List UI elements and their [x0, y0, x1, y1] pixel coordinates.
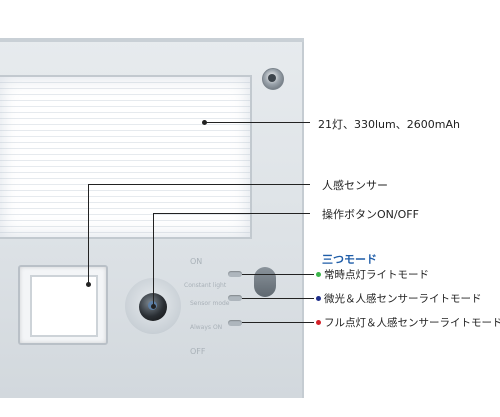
mode-led-2 — [228, 295, 242, 301]
mode-label: 常時点灯ライトモード — [324, 269, 429, 281]
led-panel — [0, 75, 252, 239]
led-spec-callout: 21灯、330lum、2600mAh — [318, 118, 460, 131]
modes-title: 三つモード — [322, 253, 377, 266]
light-sensor — [254, 267, 276, 297]
device-label-off: OFF — [190, 347, 206, 356]
leader-line-mode-3 — [242, 322, 314, 323]
leader-line-panel — [205, 122, 310, 123]
mode-item-dim-sensor: 微光＆人感センサーライトモード — [316, 291, 482, 306]
leader-line-mode-1 — [242, 274, 314, 275]
device-label-sensor-mode: Sensor mode — [190, 300, 230, 307]
mode-label: 微光＆人感センサーライトモード — [324, 293, 482, 305]
screw-icon — [262, 68, 284, 90]
mode-led-3 — [228, 320, 242, 326]
device-label-on: ON — [190, 257, 203, 266]
red-dot-icon — [316, 320, 321, 325]
leader-line-mode-2 — [242, 298, 314, 299]
mode-item-constant: 常時点灯ライトモード — [316, 267, 429, 282]
navy-dot-icon — [316, 296, 321, 301]
leader-line-sensor-v — [88, 184, 89, 284]
leader-line-button-v — [153, 213, 154, 306]
leader-dot-sensor — [86, 282, 91, 287]
leader-line-sensor-h — [88, 184, 310, 185]
motion-sensor-callout: 人感センサー — [322, 179, 388, 192]
mode-item-full-sensor: フル点灯＆人感センサーライトモード — [316, 315, 500, 330]
green-dot-icon — [316, 272, 321, 277]
leader-dot-panel — [202, 120, 207, 125]
leader-line-button-h — [153, 213, 310, 214]
device-top-edge — [0, 38, 304, 42]
device-label-always-on: Always ON — [190, 324, 223, 331]
operation-button-callout: 操作ボタンON/OFF — [322, 208, 419, 221]
mode-led-1 — [228, 271, 242, 277]
motion-sensor-window — [18, 265, 108, 345]
device-label-light-mode: Constant light — [184, 282, 227, 289]
mode-label: フル点灯＆人感センサーライトモード — [324, 317, 500, 329]
leader-dot-button — [151, 304, 156, 309]
